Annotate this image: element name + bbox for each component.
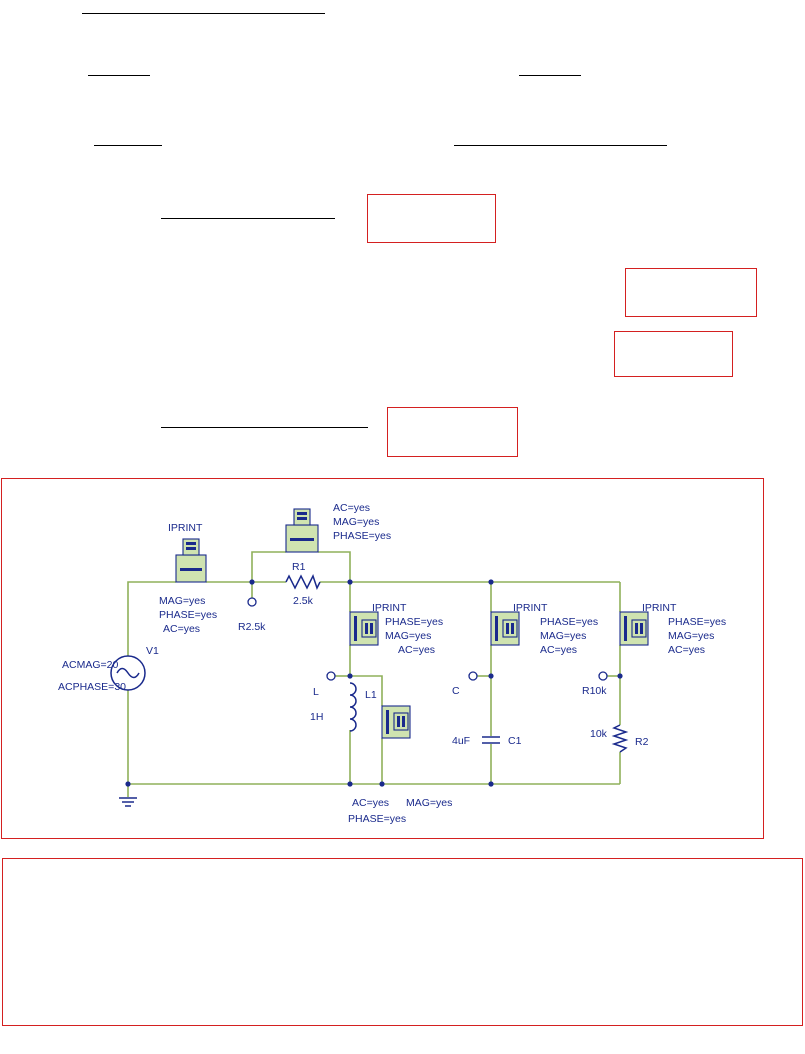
probe-r1-ac: AC=yes (333, 502, 370, 514)
probe-l-mag: MAG=yes (385, 630, 431, 642)
probe-c-mag: MAG=yes (540, 630, 586, 642)
iprint-probe-r1[interactable] (285, 508, 319, 553)
answer-box-2[interactable] (625, 268, 757, 317)
probe-r2-mag: MAG=yes (668, 630, 714, 642)
source-name: V1 (146, 645, 159, 657)
probe-c-ac: AC=yes (540, 644, 577, 656)
capacitor-c1[interactable] (482, 736, 500, 744)
inductor-value: 1H (310, 711, 323, 723)
probe-r1-phase: PHASE=yes (333, 530, 391, 542)
probe-l-phase: PHASE=yes (385, 616, 443, 628)
resistor-r2[interactable] (611, 724, 629, 753)
voltage-source-v1[interactable] (110, 655, 146, 691)
capacitor-test-point-label: C (452, 685, 460, 697)
probe-l1-ac: AC=yes (352, 797, 389, 809)
answer-box-1[interactable] (367, 194, 496, 243)
source-acmag: ACMAG=20 (62, 659, 118, 671)
probe-l-ac: AC=yes (398, 644, 435, 656)
r1-name: R1 (292, 561, 306, 573)
iprint-probe-main[interactable] (175, 538, 207, 583)
blank-line-6 (161, 218, 335, 219)
wires (127, 551, 621, 797)
source-acphase: ACPHASE=30 (58, 681, 126, 693)
probe-l-name: IPRINT (372, 602, 407, 614)
schematic-frame (1, 478, 764, 839)
probe-r2-phase: PHASE=yes (668, 616, 726, 628)
iprint-probe-c[interactable] (490, 611, 520, 646)
r2-name: R2 (635, 736, 649, 748)
test-point-r2-5k[interactable] (247, 597, 257, 607)
iprint-probe-l[interactable] (349, 611, 379, 646)
probe-l1-mag: MAG=yes (406, 797, 452, 809)
probe-main-phase: PHASE=yes (159, 609, 217, 621)
resistor-r1[interactable] (285, 574, 321, 590)
probe-c-phase: PHASE=yes (540, 616, 598, 628)
blank-line-4 (94, 145, 162, 146)
probe-r2-ac: AC=yes (668, 644, 705, 656)
probe-r2-name: IPRINT (642, 602, 677, 614)
answer-box-3[interactable] (614, 331, 733, 377)
junction-nodes (125, 579, 623, 787)
blank-line-3 (519, 75, 581, 76)
r1-value: 2.5k (293, 595, 314, 607)
capacitor-value: 4uF (452, 735, 470, 747)
r2-value: 10k (590, 728, 608, 740)
capacitor-name: C1 (508, 735, 522, 747)
probe-main-ac: AC=yes (163, 623, 200, 635)
probe-main-mag: MAG=yes (159, 595, 205, 607)
inductor-l1[interactable] (349, 682, 357, 732)
r2-test-point-label: R10k (582, 685, 607, 697)
blank-line-1 (82, 13, 325, 14)
answer-box-4[interactable] (387, 407, 518, 457)
test-point-l[interactable] (326, 671, 336, 681)
iprint-probe-l1[interactable] (381, 705, 411, 739)
probe-c-name: IPRINT (513, 602, 548, 614)
ground-symbol (119, 797, 137, 807)
probe-main-name: IPRINT (168, 522, 203, 534)
inductor-name: L1 (365, 689, 377, 701)
test-point-r10k[interactable] (598, 671, 608, 681)
probe-l1-phase: PHASE=yes (348, 813, 406, 825)
inductor-test-point-label: L (313, 686, 319, 698)
r1-test-point-label: R2.5k (238, 621, 266, 633)
blank-line-7 (161, 427, 368, 428)
answer-frame-bottom[interactable] (2, 858, 803, 1026)
iprint-probe-r2[interactable] (619, 611, 649, 646)
probe-r1-mag: MAG=yes (333, 516, 379, 528)
test-point-c[interactable] (468, 671, 478, 681)
blank-line-5 (454, 145, 667, 146)
blank-line-2 (88, 75, 150, 76)
